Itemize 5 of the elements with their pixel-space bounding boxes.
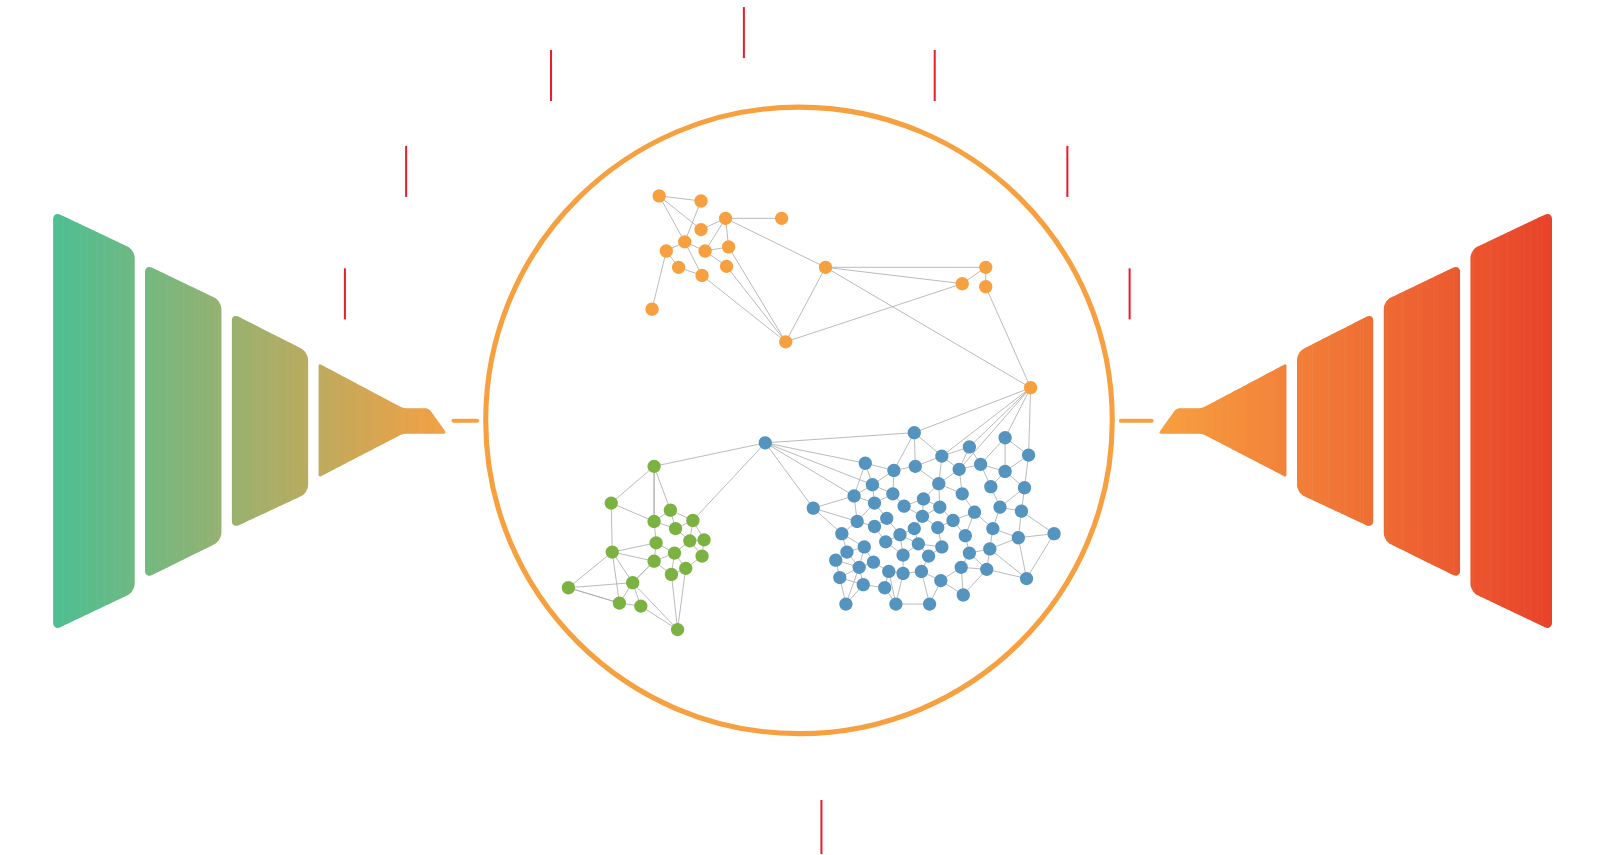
funnel-drawing — [53, 213, 446, 628]
connector-line — [1118, 418, 1154, 423]
funnel-drawing — [1159, 213, 1553, 628]
ring-circle — [483, 104, 1115, 737]
connector-line — [451, 418, 480, 423]
